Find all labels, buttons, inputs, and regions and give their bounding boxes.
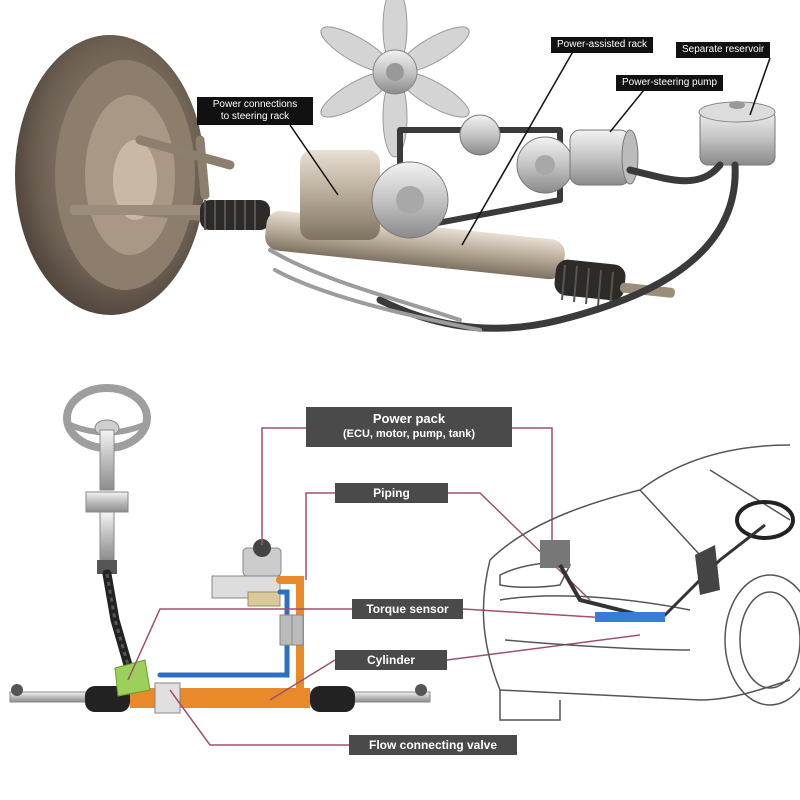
engine-fan [320, 0, 470, 158]
label-power-connections-line1: Power connections [212, 99, 298, 110]
label-piping: Piping [335, 483, 448, 503]
label-power-pack: Power pack (ECU, motor, pump, tank) [306, 407, 512, 447]
hydraulic-hoses [268, 161, 739, 332]
label-flow-connecting-valve: Flow connecting valve [349, 735, 517, 755]
label-torque-sensor: Torque sensor [352, 599, 463, 619]
label-power-assisted-rack: Power-assisted rack [551, 37, 654, 53]
reservoir-shape [698, 101, 776, 166]
hydraulic-piping [157, 576, 304, 694]
steering-column [85, 429, 133, 670]
label-power-pack-title: Power pack [372, 411, 446, 426]
label-separate-reservoir: Separate reservoir [676, 42, 771, 58]
label-power-pack-subtitle: (ECU, motor, pump, tank) [343, 428, 475, 440]
rack-and-cylinder [9, 659, 431, 714]
label-power-connections: Power connections to steering rack [197, 97, 313, 125]
car-internal-components [540, 523, 766, 622]
power-pack-unit [211, 539, 282, 607]
steering-rack-assembly [70, 150, 675, 308]
label-power-connections-line2: to steering rack [220, 111, 290, 122]
label-cylinder: Cylinder [335, 650, 447, 670]
label-power-steering-pump: Power-steering pump [616, 75, 724, 91]
hydraulic-steering-illustration [15, 0, 776, 332]
car-outline [482, 444, 800, 721]
belt-and-pulleys [371, 114, 574, 239]
top-leader-lines [289, 47, 771, 246]
